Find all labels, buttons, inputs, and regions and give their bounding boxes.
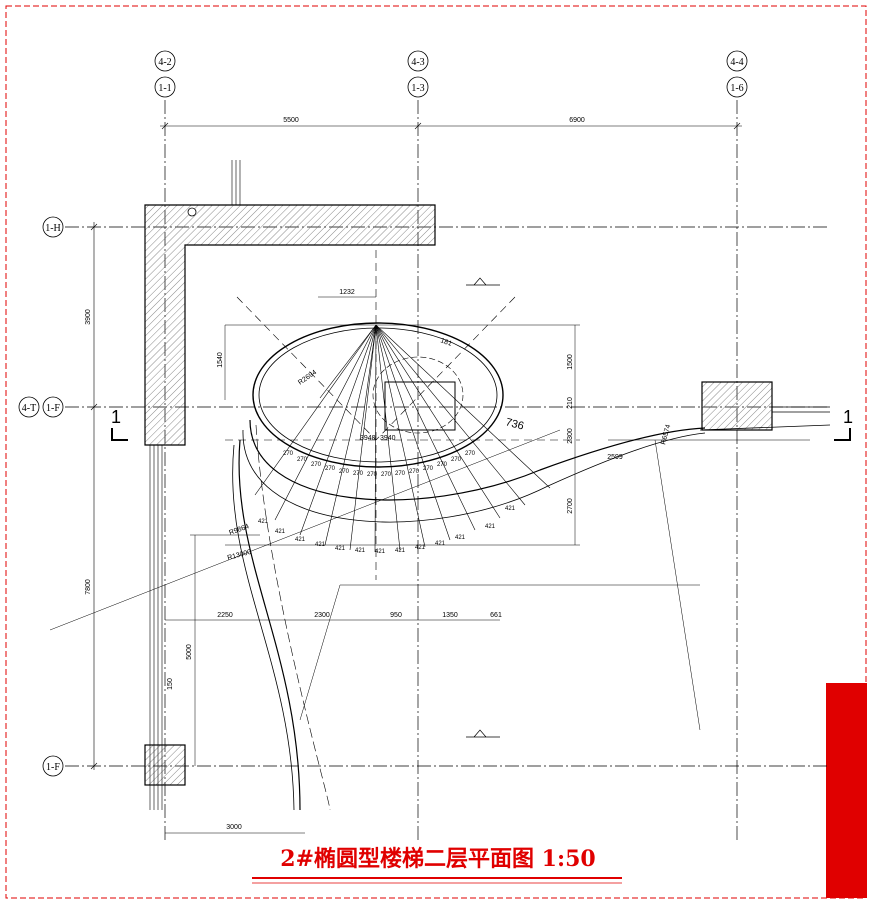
dim-2599: 2599 — [607, 454, 623, 461]
axis-top-lower: 1-1 — [158, 83, 171, 94]
dim-left-1: 3900 — [85, 309, 92, 325]
axis-top-lower: 1-3 — [411, 83, 424, 94]
axis-bubble-1-F-upper: 1-F — [42, 396, 64, 418]
dim-950: 950 — [390, 612, 402, 619]
dim-1350: 1350 — [442, 612, 458, 619]
tread-labels-inner: 270 270 270 270 270 270 270 270 270 270 … — [283, 451, 476, 478]
dim-1500: 1500 — [567, 354, 574, 370]
top-dimension-line — [160, 122, 742, 130]
section-mark-right: 1 — [834, 407, 853, 441]
dim-3000: 3000 — [226, 824, 242, 831]
sheet-border — [5, 5, 867, 899]
dim-3940a: 3940 — [360, 435, 376, 442]
svg-text:270: 270 — [283, 451, 294, 457]
section-mark-left: 1 — [111, 407, 128, 441]
axis-bubble-4-3: 4-3 1-3 — [407, 50, 429, 98]
ellipse-stair — [232, 322, 706, 811]
dim-1232: 1232 — [339, 289, 355, 296]
svg-text:421: 421 — [375, 549, 386, 555]
stair-treads — [254, 324, 551, 553]
axis-bubble-1-H: 1-H — [42, 216, 64, 238]
svg-text:1-F: 1-F — [46, 403, 60, 414]
dim-150: 150 — [167, 678, 174, 690]
svg-text:270: 270 — [339, 469, 350, 475]
svg-text:421: 421 — [505, 506, 516, 512]
dim-r13000: R13000 — [227, 549, 253, 562]
axis-top-upper: 4-2 — [158, 57, 171, 68]
level-markers — [466, 277, 500, 738]
svg-text:1-H: 1-H — [45, 223, 61, 234]
svg-text:270: 270 — [367, 472, 378, 478]
svg-text:270: 270 — [409, 469, 420, 475]
dim-left-2: 7800 — [85, 579, 92, 595]
svg-text:270: 270 — [423, 466, 434, 472]
dim-2250: 2250 — [217, 612, 233, 619]
svg-text:1: 1 — [843, 407, 853, 427]
dim-1540: 1540 — [217, 352, 224, 368]
axis-top-upper: 4-4 — [730, 57, 743, 68]
dim-736: 736 — [504, 416, 525, 432]
svg-text:270: 270 — [325, 466, 336, 472]
svg-text:270: 270 — [381, 472, 392, 478]
svg-text:4-T: 4-T — [22, 403, 36, 414]
svg-text:421: 421 — [335, 546, 346, 552]
dim-2300: 2300 — [567, 428, 574, 444]
svg-text:421: 421 — [395, 548, 406, 554]
axis-bubble-1-F-lower: 1-F — [42, 755, 64, 777]
red-block — [826, 683, 867, 898]
svg-text:270: 270 — [437, 462, 448, 468]
drawing-title: 2#椭圆型楼梯二层平面图 1:50 — [280, 846, 595, 872]
axis-bubble-4-T: 4-T — [18, 396, 40, 418]
dim-5000: 5000 — [186, 644, 193, 660]
svg-text:421: 421 — [415, 545, 426, 551]
dim-2300b: 2300 — [314, 612, 330, 619]
tread-labels-outer: 421 421 421 421 421 421 421 421 421 421 … — [258, 506, 516, 555]
axis-top-lower: 1-6 — [730, 83, 743, 94]
dim-top-1: 5500 — [283, 117, 299, 124]
axis-bubble-4-2: 4-2 1-1 — [154, 50, 176, 98]
svg-text:1: 1 — [111, 407, 121, 427]
svg-text:421: 421 — [355, 548, 366, 554]
svg-text:1-F: 1-F — [46, 762, 60, 773]
wall-window-lines — [149, 160, 241, 810]
dim-661: 661 — [490, 612, 502, 619]
dim-2700: 2700 — [567, 498, 574, 514]
right-railing — [699, 406, 831, 431]
wall-L — [144, 204, 773, 786]
svg-text:421: 421 — [435, 541, 446, 547]
svg-text:270: 270 — [395, 471, 406, 477]
svg-text:270: 270 — [465, 451, 476, 457]
svg-text:421: 421 — [295, 537, 306, 543]
extension-lines — [49, 296, 810, 834]
dim-r2694: R2694 — [297, 369, 318, 387]
svg-text:421: 421 — [315, 542, 326, 548]
axis-bubble-4-4: 4-4 1-6 — [726, 50, 748, 98]
svg-text:270: 270 — [451, 457, 462, 463]
svg-text:421: 421 — [455, 535, 466, 541]
dim-3940b: 3940 — [380, 435, 396, 442]
axis-top-upper: 4-3 — [411, 57, 424, 68]
dim-top-2: 6900 — [569, 117, 585, 124]
svg-text:421: 421 — [485, 524, 496, 530]
svg-text:270: 270 — [297, 457, 308, 463]
dim-210: 210 — [567, 397, 574, 409]
svg-text:270: 270 — [311, 462, 322, 468]
svg-text:421: 421 — [275, 529, 286, 535]
dim-181: 181 — [439, 337, 452, 348]
svg-text:270: 270 — [353, 471, 364, 477]
dim-r6574: R6574 — [660, 424, 672, 446]
construction-lines — [225, 250, 580, 580]
left-dimension-line — [90, 222, 98, 770]
svg-text:421: 421 — [258, 519, 269, 525]
